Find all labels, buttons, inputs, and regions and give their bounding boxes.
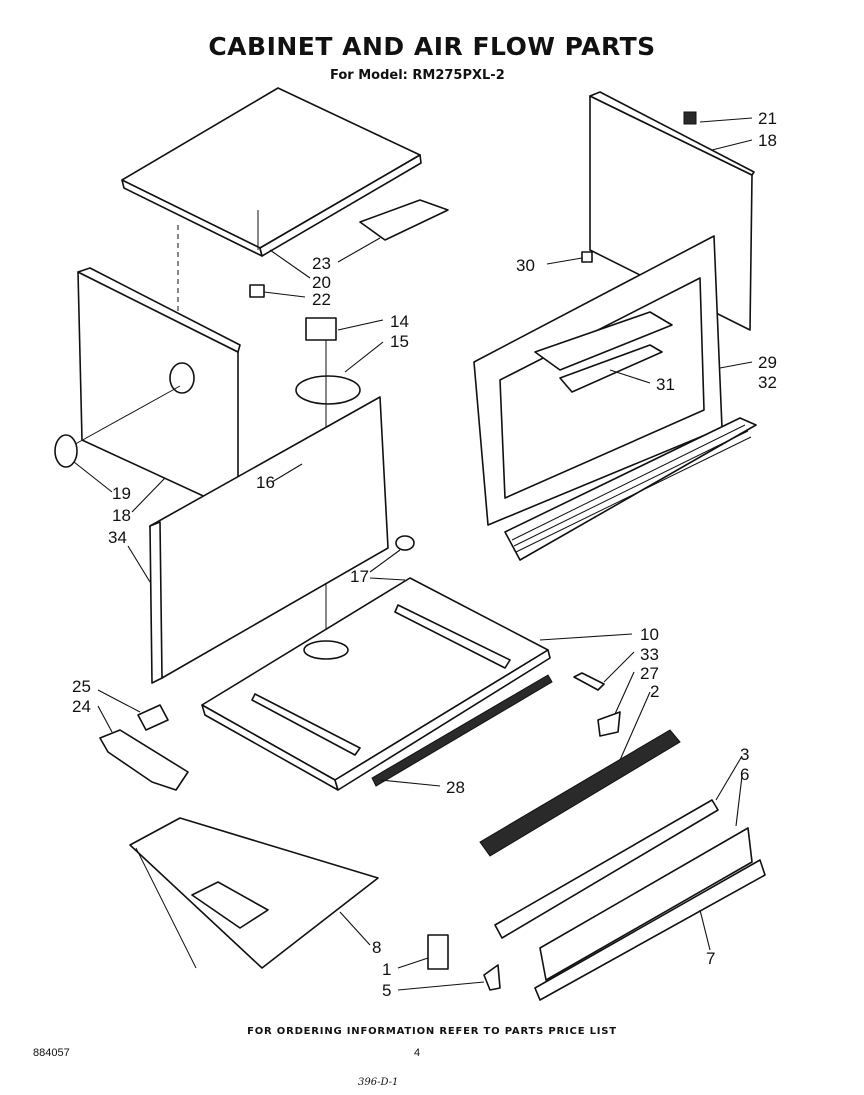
diagram-title: CABINET AND AIR FLOW PARTS <box>208 32 656 61</box>
document-number: 884057 <box>33 1047 70 1059</box>
leader-lines <box>73 117 753 991</box>
callout-23: 23 <box>312 254 331 273</box>
trim-strips <box>494 799 766 1001</box>
callout-6: 6 <box>740 765 749 784</box>
base-grille-strip <box>371 674 553 787</box>
callout-2: 2 <box>650 682 659 701</box>
base-pan <box>201 535 551 791</box>
callout-21: 21 <box>758 109 777 128</box>
callout-16: 16 <box>256 473 275 492</box>
model-subtitle: For Model: RM275PXL-2 <box>330 68 505 83</box>
callout-19: 19 <box>112 484 131 503</box>
callout-28: 28 <box>446 778 465 797</box>
callout-31: 31 <box>656 375 675 394</box>
callout-17: 17 <box>350 567 369 586</box>
callout-15: 15 <box>390 332 409 351</box>
callout-14: 14 <box>390 312 409 331</box>
callout-3: 3 <box>740 745 749 764</box>
top-cover-panel <box>121 87 449 330</box>
page-number: 4 <box>414 1047 421 1059</box>
callout-25: 25 <box>72 677 91 696</box>
left-side-panel <box>54 267 241 513</box>
callout-34: 34 <box>108 528 127 547</box>
small-hardware <box>249 251 621 991</box>
callout-33: 33 <box>640 645 659 664</box>
callout-30: 30 <box>516 256 535 275</box>
callout-7: 7 <box>706 949 715 968</box>
callout-8: 8 <box>372 938 381 957</box>
callout-22: 22 <box>312 290 331 309</box>
front-grille <box>504 417 757 561</box>
cabinet-wall <box>149 396 389 684</box>
ordering-footnote: FOR ORDERING INFORMATION REFER TO PARTS … <box>247 1026 617 1037</box>
callout-20: 20 <box>312 273 331 292</box>
callout-10: 10 <box>640 625 659 644</box>
callout-18-right: 18 <box>758 131 777 150</box>
callout-1: 1 <box>382 960 391 979</box>
mesh-filter <box>479 729 681 857</box>
callout-29: 29 <box>758 353 777 372</box>
callout-5: 5 <box>382 981 391 1000</box>
air-duct <box>99 704 189 791</box>
callout-24: 24 <box>72 697 91 716</box>
front-frame <box>473 235 723 526</box>
lower-shelf <box>129 817 379 969</box>
callout-27: 27 <box>640 664 659 683</box>
callout-18-left: 18 <box>112 506 131 525</box>
handwritten-note: 396-D-1 <box>358 1077 399 1088</box>
callout-labels: 21 18 30 23 20 22 14 15 29 32 31 16 19 1… <box>72 109 777 1000</box>
callout-32: 32 <box>758 373 777 392</box>
